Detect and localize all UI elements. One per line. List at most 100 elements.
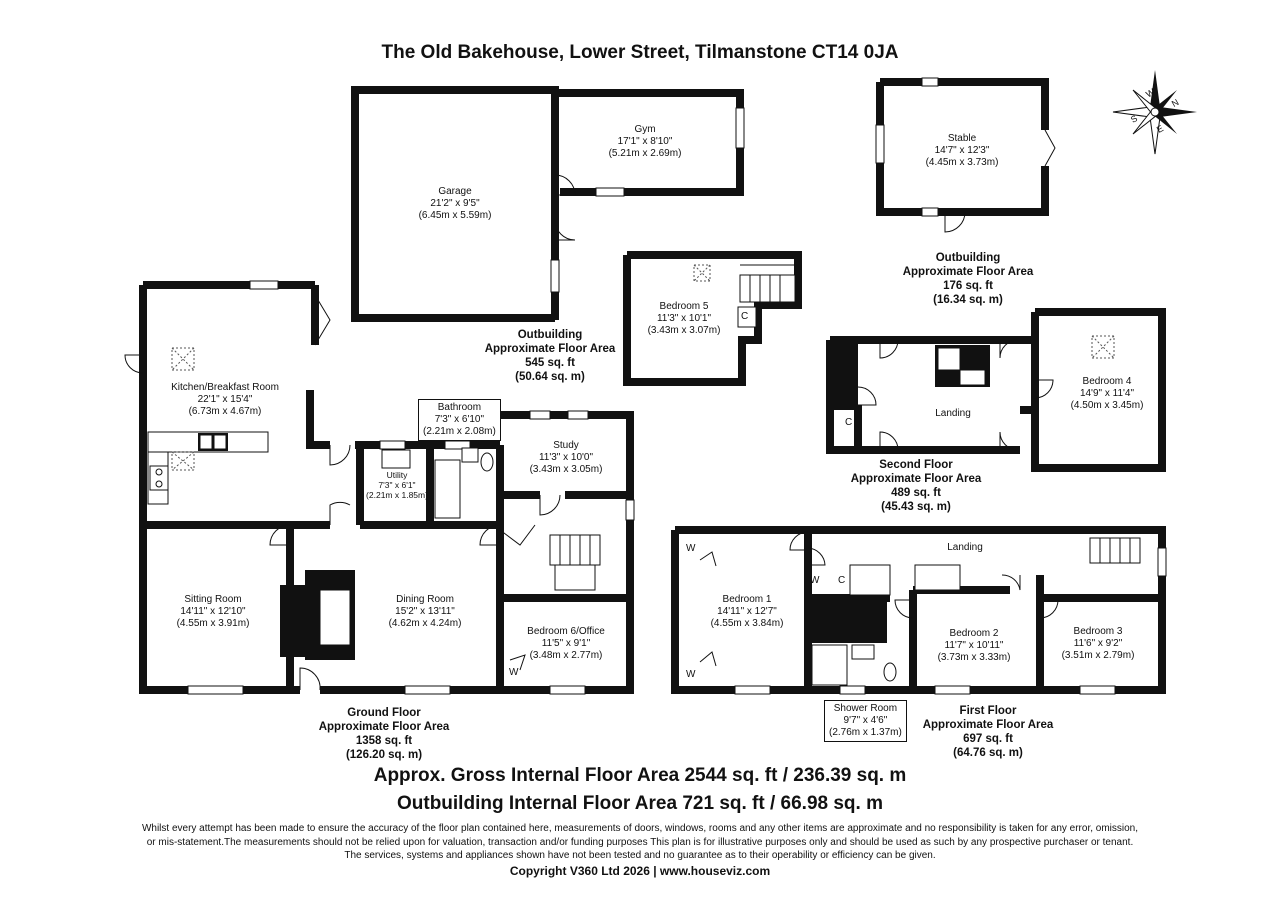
room-label-landing-first: Landing <box>947 542 983 554</box>
area-line: Second Floor <box>879 459 953 471</box>
room-size-imperial: 7'3" x 6'10" <box>434 414 485 425</box>
room-size-imperial: 11'5" x 9'1" <box>541 638 591 649</box>
room-size-imperial: 17'1" x 8'10" <box>617 136 673 147</box>
wardrobe-marker: W <box>810 575 820 586</box>
plan-title: The Old Bakehouse, Lower Street, Tilmans… <box>381 42 899 63</box>
room-size-metric: (3.43m x 3.07m) <box>647 325 721 336</box>
room-size-metric: (6.45m x 5.59m) <box>418 210 492 221</box>
room-size-imperial: 14'9" x 11'4" <box>1079 388 1135 399</box>
room-label-bedroom4: Bedroom 4 14'9" x 11'4" (4.50m x 3.45m) <box>1071 376 1144 412</box>
gross-area-total: Approx. Gross Internal Floor Area 2544 s… <box>373 765 907 786</box>
room-label-gym: Gym 17'1" x 8'10" (5.21m x 2.69m) <box>609 124 682 160</box>
wardrobe-marker: W <box>686 669 696 680</box>
room-name: Study <box>553 440 579 451</box>
cupboard-marker: C <box>741 311 749 322</box>
disclaimer-line: The services, systems and appliances sho… <box>344 850 936 861</box>
compass-rose <box>1112 70 1197 155</box>
room-size-metric: (2.21m x 1.85m) <box>366 490 428 500</box>
room-label-dining: Dining Room 15'2" x 13'11" (4.62m x 4.24… <box>389 594 462 630</box>
room-name: Bedroom 3 <box>1073 626 1123 637</box>
room-name: Utility <box>386 470 408 480</box>
room-label-bedroom3: Bedroom 3 11'6" x 9'2" (3.51m x 2.79m) <box>1062 626 1135 662</box>
room-name: Landing <box>935 408 971 419</box>
room-name: Bathroom <box>437 402 482 413</box>
area-line: Approximate Floor Area <box>484 343 616 355</box>
room-size-metric: (3.43m x 3.05m) <box>529 464 603 475</box>
area-line: 1358 sq. ft <box>355 735 413 747</box>
room-name: Bedroom 5 <box>659 301 709 312</box>
cupboard-marker: C <box>838 575 846 586</box>
room-size-imperial: 14'7" x 12'3" <box>934 145 990 156</box>
area-line: (126.20 sq. m) <box>345 749 423 761</box>
room-size-imperial: 14'11" x 12'7" <box>717 606 777 617</box>
room-label-stable: Stable 14'7" x 12'3" (4.45m x 3.73m) <box>926 133 999 169</box>
area-line: (64.76 sq. m) <box>953 747 1023 759</box>
room-label-bedroom2: Bedroom 2 11'7" x 10'11" (3.73m x 3.33m) <box>938 628 1011 664</box>
room-size-metric: (2.21m x 2.08m) <box>423 426 496 437</box>
disclaimer-line: or mis-statement.The measurements should… <box>146 836 1134 848</box>
outbuilding-area-total: Outbuilding Internal Floor Area 721 sq. … <box>396 793 883 814</box>
area-outbuilding-stable: Outbuilding Approximate Floor Area 176 s… <box>903 251 1034 307</box>
room-label-study: Study 11'3" x 10'0" (3.43m x 3.05m) <box>530 440 603 476</box>
room-size-metric: (2.76m x 1.37m) <box>829 727 902 738</box>
room-size-imperial: 11'3" x 10'0" <box>538 452 594 463</box>
first-floor-walls <box>671 526 1167 695</box>
room-name: Bedroom 6/Office <box>527 626 605 637</box>
area-first-floor: First Floor Approximate Floor Area 697 s… <box>923 704 1054 760</box>
room-label-utility: Utility 7'3" x 6'1" (2.21m x 1.85m) <box>366 470 428 500</box>
area-line: 176 sq. ft <box>943 280 993 292</box>
area-line: (45.43 sq. m) <box>881 501 951 513</box>
area-line: First Floor <box>959 705 1017 717</box>
wardrobe-marker: W <box>686 543 696 554</box>
room-name: Landing <box>947 542 983 553</box>
room-size-imperial: 11'7" x 10'11" <box>944 640 1004 651</box>
room-size-metric: (3.51m x 2.79m) <box>1061 650 1135 661</box>
area-line: 697 sq. ft <box>963 733 1013 745</box>
area-line: Approximate Floor Area <box>902 266 1034 278</box>
stable-walls <box>875 77 1056 233</box>
room-size-metric: (3.73m x 3.33m) <box>937 652 1011 663</box>
area-second-floor: Second Floor Approximate Floor Area 489 … <box>851 458 982 514</box>
room-size-imperial: 7'3" x 6'1" <box>378 480 416 490</box>
room-label-landing-second: Landing <box>935 408 971 420</box>
room-size-imperial: 21'2" x 9'5" <box>430 198 480 209</box>
room-label-kitchen: Kitchen/Breakfast Room 22'1" x 15'4" (6.… <box>171 382 279 418</box>
room-name: Gym <box>634 124 656 135</box>
area-line: Outbuilding <box>517 329 583 341</box>
room-name: Dining Room <box>396 594 454 605</box>
bedroom5-walls <box>623 251 802 386</box>
second-floor-walls <box>826 308 1166 472</box>
room-label-bathroom: Bathroom 7'3" x 6'10" (2.21m x 2.08m) <box>418 399 501 441</box>
wardrobe-marker: W <box>509 667 519 678</box>
area-line: Approximate Floor Area <box>318 721 450 733</box>
area-line: (16.34 sq. m) <box>933 294 1003 306</box>
room-size-metric: (4.55m x 3.84m) <box>710 618 784 629</box>
room-name: Stable <box>947 133 977 144</box>
disclaimer-line: Whilst every attempt has been made to en… <box>141 823 1139 834</box>
room-size-imperial: 11'3" x 10'1" <box>656 313 712 324</box>
area-outbuilding-garage: Outbuilding Approximate Floor Area 545 s… <box>485 328 616 384</box>
room-label-sitting: Sitting Room 14'11" x 12'10" (4.55m x 3.… <box>177 594 250 630</box>
garage-outbuilding-walls <box>351 86 745 322</box>
room-label-bedroom6: Bedroom 6/Office 11'5" x 9'1" (3.48m x 2… <box>527 626 605 662</box>
room-size-metric: (4.50m x 3.45m) <box>1070 400 1144 411</box>
room-label-shower: Shower Room 9'7" x 4'6" (2.76m x 1.37m) <box>824 700 907 742</box>
room-name: Bedroom 2 <box>949 628 999 639</box>
room-label-bedroom1: Bedroom 1 14'11" x 12'7" (4.55m x 3.84m) <box>711 594 784 630</box>
disclaimer: Whilst every attempt has been made to en… <box>20 822 1260 863</box>
room-label-garage: Garage 21'2" x 9'5" (6.45m x 5.59m) <box>419 186 492 222</box>
room-size-metric: (4.55m x 3.91m) <box>176 618 250 629</box>
room-name: Bedroom 4 <box>1082 376 1132 387</box>
area-line: Outbuilding <box>935 252 1001 264</box>
room-size-imperial: 11'6" x 9'2" <box>1073 638 1123 649</box>
room-size-imperial: 14'11" x 12'10" <box>180 606 246 617</box>
room-name: Sitting Room <box>184 594 242 605</box>
area-line: Approximate Floor Area <box>922 719 1054 731</box>
room-size-imperial: 15'2" x 13'11" <box>395 606 455 617</box>
area-line: Ground Floor <box>347 707 421 719</box>
room-label-bedroom5: Bedroom 5 11'3" x 10'1" (3.43m x 3.07m) <box>648 301 721 337</box>
room-size-metric: (5.21m x 2.69m) <box>608 148 682 159</box>
room-name: Garage <box>438 186 472 197</box>
room-size-metric: (4.62m x 4.24m) <box>388 618 462 629</box>
